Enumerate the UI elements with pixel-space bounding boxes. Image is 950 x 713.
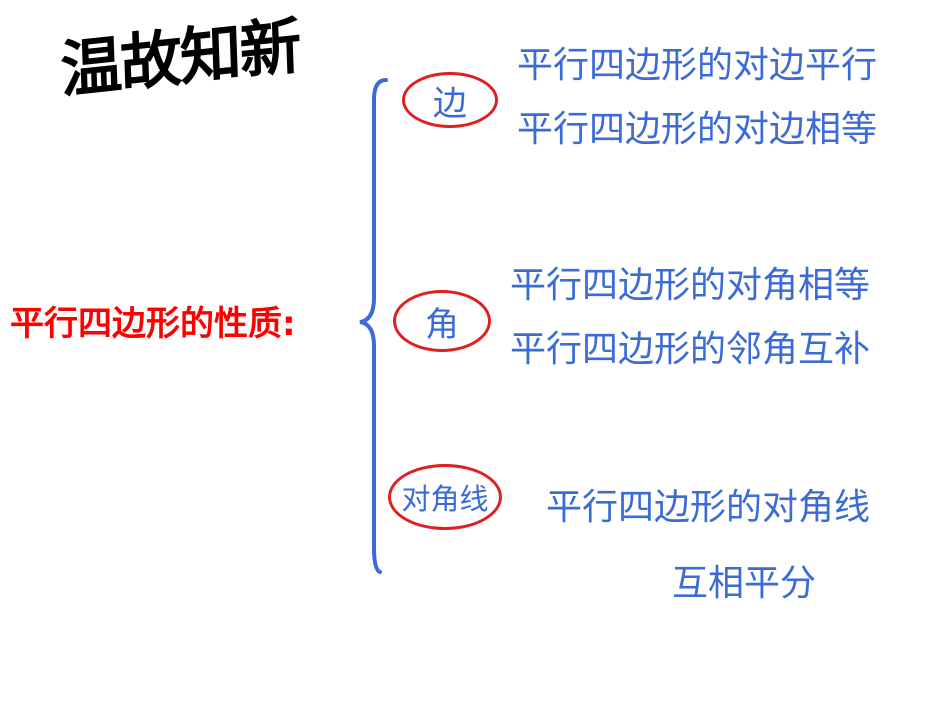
- property-diagonal-line1: 平行四边形的对角线: [546, 487, 871, 528]
- main-topic-label: 平行四边形的性质:: [10, 304, 296, 344]
- property-angle-equal: 平行四边形的对角相等: [510, 265, 871, 306]
- property-edge-equal: 平行四边形的对边相等: [517, 109, 878, 150]
- category-angle-label: 角: [425, 304, 459, 345]
- property-diagonal-line2: 互相平分: [672, 563, 817, 604]
- property-edge-parallel: 平行四边形的对边平行: [517, 45, 878, 86]
- category-diagonal-circle: 对角线: [388, 464, 502, 530]
- property-angle-supplementary: 平行四边形的邻角互补: [510, 329, 871, 370]
- category-diagonal-label: 对角线: [401, 482, 489, 516]
- curly-brace-path: [359, 78, 388, 574]
- category-angle-circle: 角: [393, 290, 491, 352]
- category-edge-label: 边: [433, 83, 467, 124]
- category-edge-circle: 边: [402, 72, 498, 128]
